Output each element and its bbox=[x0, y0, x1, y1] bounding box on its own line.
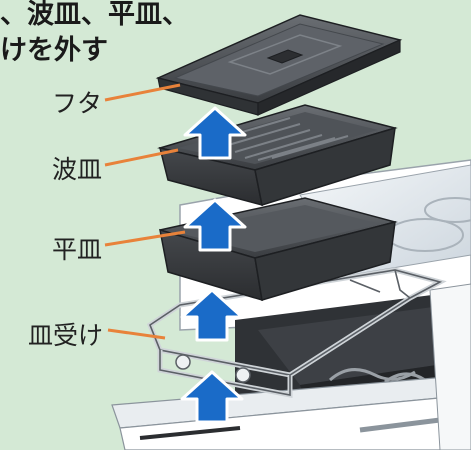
callout-tray-holder: 皿受け bbox=[28, 321, 104, 350]
callout-flat-tray: 平皿 bbox=[52, 235, 103, 264]
lid-illustration bbox=[155, 14, 403, 116]
callout-lid: フタ bbox=[52, 89, 103, 118]
leader-lines bbox=[104, 83, 186, 340]
up-arrow-icon bbox=[183, 106, 247, 160]
up-arrow-icon bbox=[180, 288, 244, 342]
callout-wave-tray: 波皿 bbox=[52, 155, 103, 184]
heading-line-2: けを外す bbox=[0, 35, 108, 66]
leader-line-flat-tray bbox=[104, 230, 186, 247]
up-arrow-icons bbox=[180, 106, 247, 424]
leader-line-tray-holder bbox=[107, 328, 166, 340]
leader-line-lid bbox=[104, 83, 181, 102]
up-arrow-icon bbox=[183, 198, 247, 252]
up-arrow-icon bbox=[180, 370, 244, 424]
heading-line-1: 、波皿、平皿、 bbox=[0, 0, 189, 30]
leader-line-wave-tray bbox=[104, 148, 179, 167]
flat-tray-illustration bbox=[159, 197, 398, 302]
